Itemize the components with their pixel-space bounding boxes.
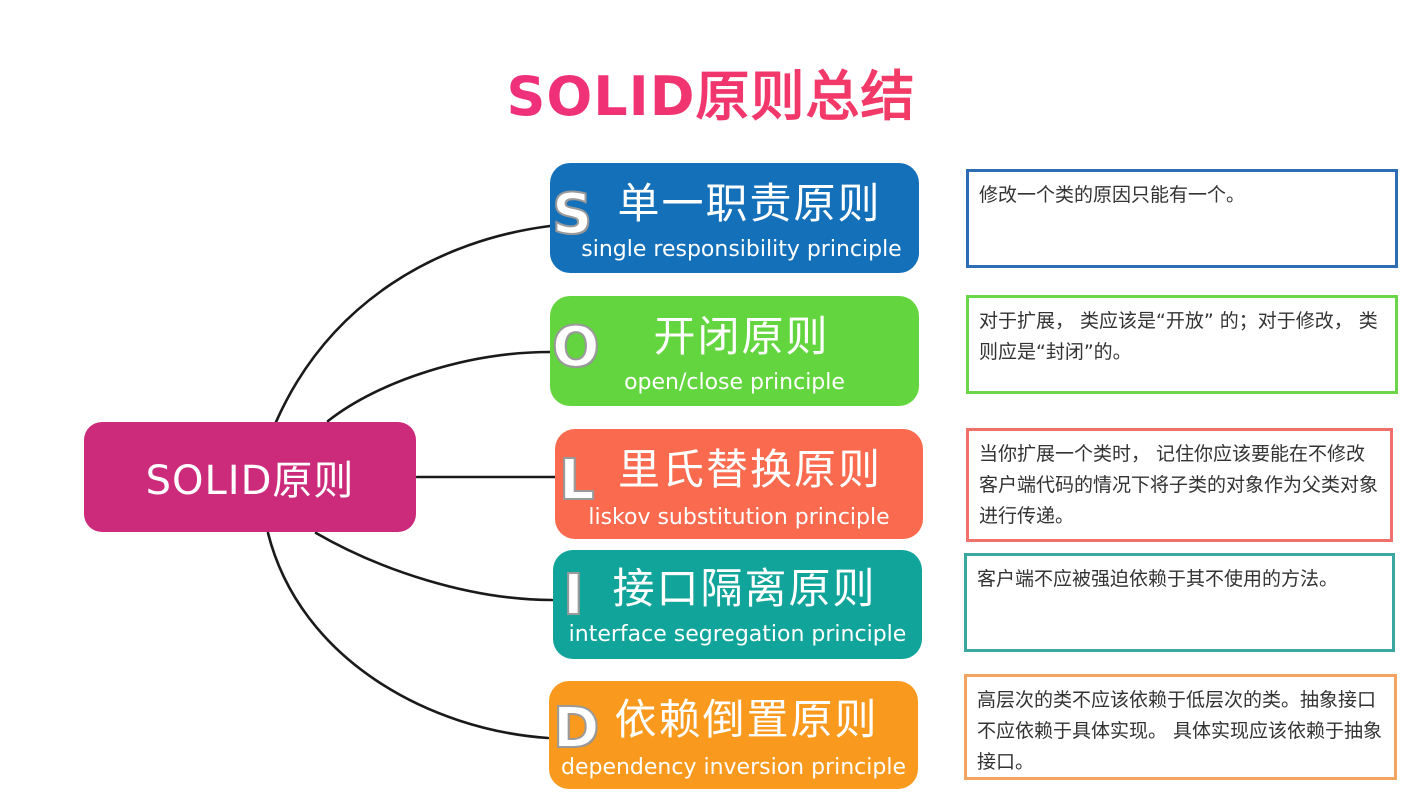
principle-name-en: open/close principle — [624, 370, 845, 395]
description-text: 对于扩展， 类应该是“开放” 的；对于修改， 类则应是“封闭”的。 — [979, 310, 1378, 363]
principle-card-d: D 依赖倒置原则 dependency inversion principle — [549, 681, 918, 789]
principle-description-i: 客户端不应被强迫依赖于其不使用的方法。 — [964, 553, 1395, 652]
principle-letter: D — [552, 696, 601, 761]
principle-card-o: O 开闭原则 open/close principle — [550, 296, 919, 406]
principle-letter: O — [551, 315, 601, 380]
principle-name-en: liskov substitution principle — [588, 505, 890, 530]
principle-letter: L — [558, 448, 596, 513]
root-label: SOLID原则 — [145, 458, 355, 504]
page-title: SOLID原则总结 — [0, 52, 1422, 131]
principle-description-s: 修改一个类的原因只能有一个。 — [966, 169, 1398, 268]
principle-name-zh: 接口隔离原则 — [612, 564, 877, 613]
description-text: 高层次的类不应该依赖于低层次的类。抽象接口不应依赖于具体实现。 具体实现应该依赖… — [977, 689, 1383, 773]
description-text: 客户端不应被强迫依赖于其不使用的方法。 — [977, 568, 1339, 590]
principle-card-i: I 接口隔离原则 interface segregation principle — [553, 550, 922, 659]
root-node: SOLID原则 — [84, 422, 416, 532]
connector-d — [266, 531, 550, 740]
principle-letter: S — [551, 182, 593, 247]
principle-description-l: 当你扩展一个类时， 记住你应该要能在不修改客户端代码的情况下将子类的对象作为父类… — [966, 428, 1393, 542]
principle-name-en: interface segregation principle — [568, 622, 907, 647]
connector-i — [314, 531, 554, 602]
principle-name-en: dependency inversion principle — [560, 755, 906, 780]
connector-s — [274, 224, 552, 424]
principle-card-l: L 里氏替换原则 liskov substitution principle — [555, 429, 923, 539]
principle-name-zh: 里氏替换原则 — [617, 445, 882, 494]
description-text: 当你扩展一个类时， 记住你应该要能在不修改客户端代码的情况下将子类的对象作为父类… — [979, 443, 1379, 527]
principle-letter: I — [562, 563, 585, 628]
principle-description-o: 对于扩展， 类应该是“开放” 的；对于修改， 类则应是“封闭”的。 — [966, 295, 1398, 394]
description-text: 修改一个类的原因只能有一个。 — [979, 184, 1246, 206]
principle-description-d: 高层次的类不应该依赖于低层次的类。抽象接口不应依赖于具体实现。 具体实现应该依赖… — [964, 674, 1397, 780]
principle-name-en: single responsibility principle — [581, 237, 902, 262]
principle-name-zh: 开闭原则 — [653, 312, 830, 361]
connector-o — [326, 350, 552, 423]
principle-name-zh: 单一职责原则 — [617, 179, 882, 228]
principle-name-zh: 依赖倒置原则 — [614, 695, 879, 744]
principle-card-s: S 单一职责原则 single responsibility principle — [550, 163, 919, 273]
